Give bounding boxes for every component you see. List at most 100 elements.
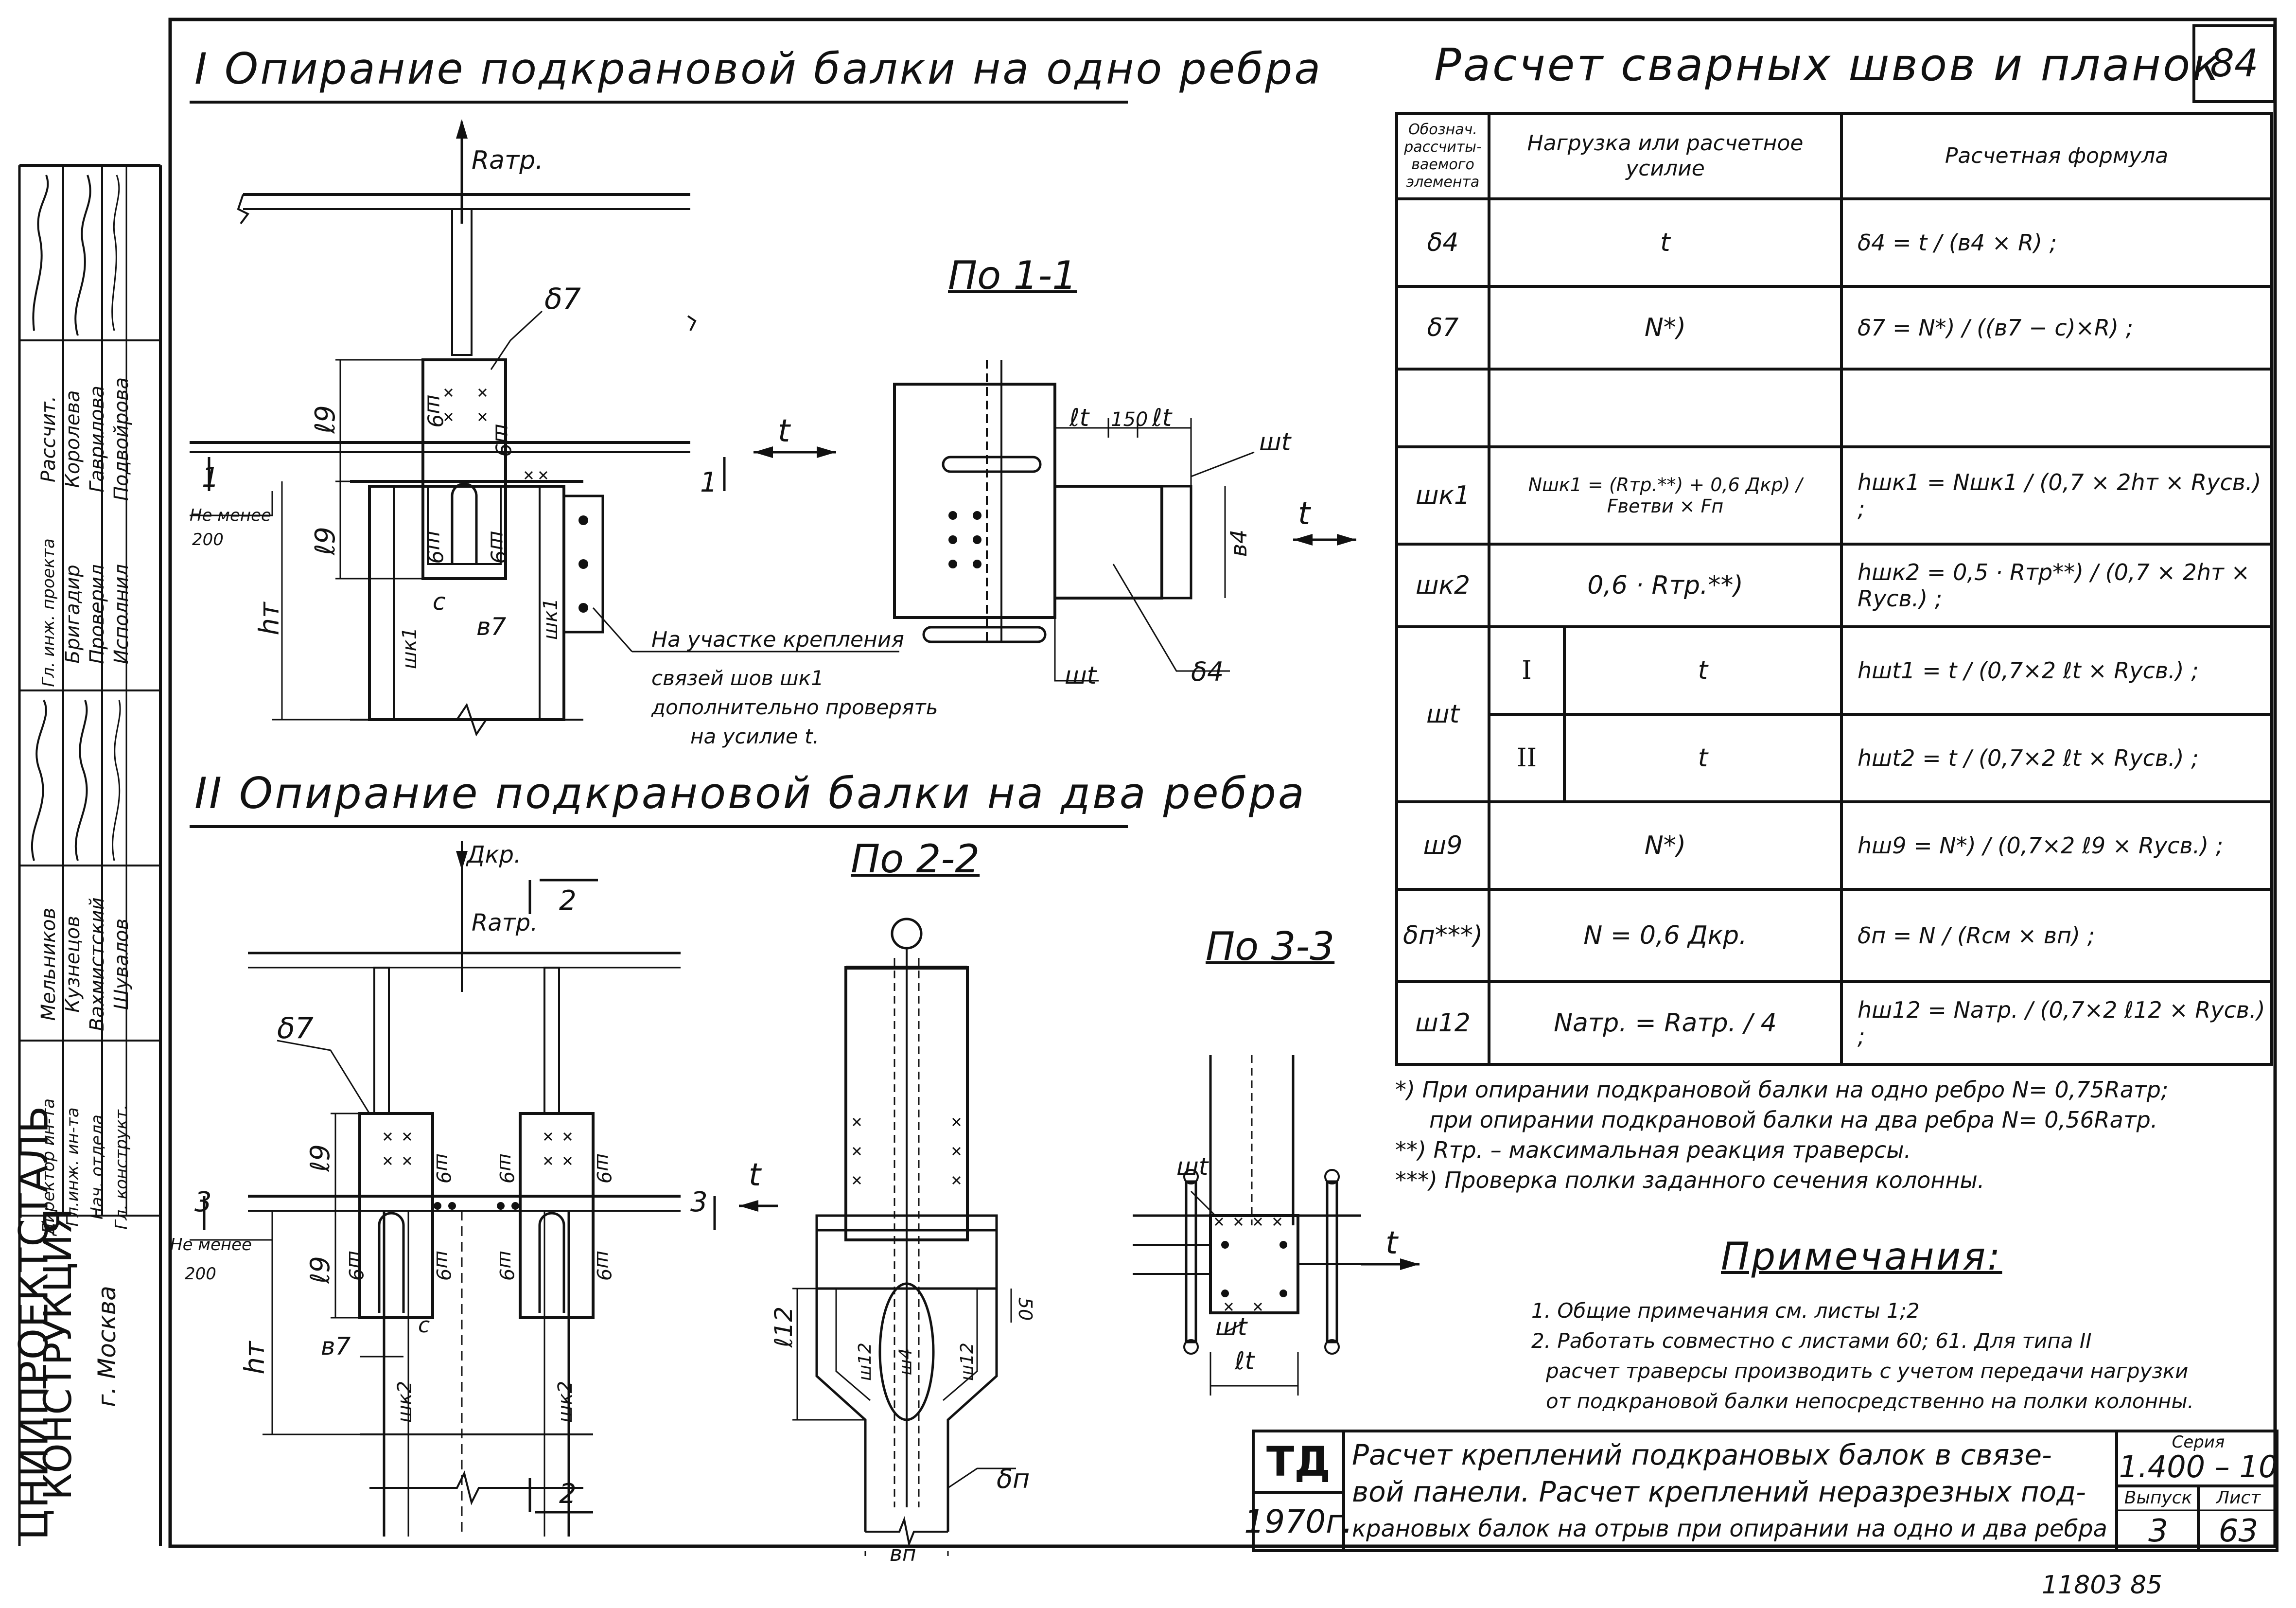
row-formula: hшt1 = t / (0,7×2 ℓt × Ryсв.) ; [1840,625,2273,716]
drawing-title: Расчет креплений подкрановых балок в свя… [1352,1436,2110,1547]
s33-t: t [1385,1225,1398,1261]
s1-min-b: 200 [192,530,224,549]
s2-dkr: Дкр. [467,841,522,868]
section11-drawing [893,360,1356,682]
row-sym: шt [1395,625,1490,803]
notes-body: 1. Общие примечания см. листы 1;2 2. Раб… [1531,1296,2194,1416]
row-load: 0,6 · Rтр.**) [1488,543,1843,628]
s1-ratp: Rатр. [472,146,543,175]
title-block-meta: Серия 1.400 – 10 Выпуск 3 Лист 63 [2115,1432,2278,1549]
s1-note-d: на усилие t. [690,724,819,748]
s11-wt1: шt [1259,428,1291,456]
s2-ratp: Rатр. [472,909,538,937]
table-row: δ4 t δ4 = t / (в4 × R) ; [1395,197,2273,288]
row-sym: δ7 [1395,285,1490,371]
calc-table: Обознач. рассчиты-ваемого элемента Нагру… [1395,112,2273,1066]
s22-dp: δп [997,1464,1030,1494]
section1-title: I Опирание подкрановой балки на одно реб… [194,44,1323,94]
section1-title-underline [190,101,1128,104]
notes-title: Примечания: [1721,1235,2002,1279]
s11-d4: δ4 [1191,656,1224,687]
row-sym: δп***) [1395,888,1490,983]
section33-drawing [1133,1055,1420,1396]
row-load: N*) [1488,285,1843,371]
row-formula: hшк1 = Nшк1 / (0,7 × 2hт × Ryсв.) ; [1840,445,2273,546]
s2-cut2-bottom: 2 [559,1478,577,1510]
row-sym: δ4 [1395,197,1490,288]
footnotes: *) При опирании подкрановой балки на одн… [1395,1075,2261,1195]
footnote-4: ***) Проверка полки заданного сечения ко… [1395,1167,1985,1193]
sheet-label: Лист [2216,1488,2261,1508]
series-label: Серия [2172,1432,2225,1452]
row-formula: hшt2 = t / (0,7×2 ℓt × Ryсв.) ; [1840,713,2273,803]
s11-lt1: ℓt [1069,404,1089,432]
section2-title-underline [190,825,1128,828]
table-row: II t hшt2 = t / (0,7×2 ℓt × Ryсв.) ; [1397,713,2273,803]
table-row: шк1 Nшк1 = (Rтр.**) + 0,6 Дкр) / Fветви … [1395,445,2273,546]
row-formula: δп = N / (Rсм × вп) ; [1840,888,2273,983]
s1-cut-right: 1 [700,467,718,498]
s33-lt: ℓt [1235,1347,1255,1375]
row-load: Nатр. = Rатр. / 4 [1488,980,1843,1066]
table-row [1395,368,2273,448]
footnote-2: при опирании подкрановой балки на два ре… [1429,1107,2158,1133]
s1-c: c [433,588,446,616]
sidebar: ЦНИИПРОЕКТСТАЛЬ КОНСТРУКЦИЯ г. Москва Ди… [0,0,165,1608]
note-line-3: расчет траверсы производить с учетом пер… [1546,1359,2189,1383]
row-formula: δ4 = t / (в4 × R) ; [1840,197,2273,288]
s2-cut2-top: 2 [559,885,577,917]
s33-wt1: шt [1176,1152,1209,1181]
row-formula: δ7 = N*) / ((в7 − c)×R) ; [1840,285,2273,371]
row-sym: шк1 [1395,445,1490,546]
section2-drawing [190,841,778,1537]
s1-cut-left: 1 [202,462,219,494]
s1-t: t [778,413,790,449]
calc-header-element: Обознач. рассчиты-ваемого элемента [1395,112,1490,200]
s1-note-b: связей шов шк1 [651,666,824,690]
s2-min-a: Не менее [170,1235,252,1255]
section33-title: По 3-3 [1206,924,1335,969]
row-load: t [1563,713,1843,803]
section22-drawing [792,918,1016,1556]
title-line-2: вой панели. Расчет креплений неразрезных… [1352,1475,2086,1508]
note-line-2: 2. Работать совместно с листами 60; 61. … [1531,1329,2092,1353]
calc-title: Расчет сварных швов и планок [1434,39,2221,91]
section22-title: По 2-2 [851,836,980,882]
table-row: δп***) N = 0,6 Дкр. δп = N / (Rсм × вп) … [1395,888,2273,983]
row-sub: I [1488,625,1566,716]
s11-lt2: ℓt [1152,404,1172,432]
row-load: N*) [1488,800,1843,891]
row-load [1488,368,1843,448]
s2-c: c [418,1313,430,1338]
s1-b7: δ7 [544,282,581,316]
table-row: ш9 N*) hш9 = N*) / (0,7×2 ℓ9 × Ryсв.) ; [1395,800,2273,891]
footnote-1: *) При опирании подкрановой балки на одн… [1395,1077,2169,1103]
meta-grid [2118,1484,2278,1549]
calc-header-load: Нагрузка или расчетное усилие [1488,112,1843,200]
s2-min-b: 200 [185,1264,216,1284]
s11-t: t [1298,496,1311,532]
table-row: ш12 Nатр. = Rатр. / 4 hш12 = Nатр. / (0,… [1395,980,2273,1066]
row-formula: hшк2 = 0,5 · Rтр**) / (0,7 × 2hт × Ryсв.… [1840,543,2273,628]
row-sym: ш9 [1395,800,1490,891]
row-sub: II [1488,713,1566,803]
table-row: δ7 N*) δ7 = N*) / ((в7 − c)×R) ; [1395,285,2273,371]
calc-header-row: Обознач. рассчиты-ваемого элемента Нагру… [1395,112,2273,200]
s22-bp: вп [890,1541,916,1566]
section11-title: По 1-1 [948,253,1077,298]
row-load: N = 0,6 Дкр. [1488,888,1843,983]
title-block-org: ТД 1970г. [1244,1432,1353,1549]
title-block: ТД 1970г. Расчет креплений подкрановых б… [1244,1430,2278,1552]
s2-b7: δ7 [277,1011,314,1045]
row-sym [1395,368,1490,448]
note-line-1: 1. Общие примечания см. листы 1;2 [1531,1299,1920,1323]
s1-min-a: Не менее [190,506,271,525]
table-row: шt I t hшt1 = t / (0,7×2 ℓt × Ryсв.) ; [1395,625,2273,803]
footer-code: 11803 85 [2042,1571,2163,1600]
issue-value: 3 [2148,1513,2168,1549]
row-formula [1840,368,2273,448]
row-load: t [1488,197,1843,288]
note-line-4: от подкрановой балки непосредственно на … [1546,1389,2194,1413]
